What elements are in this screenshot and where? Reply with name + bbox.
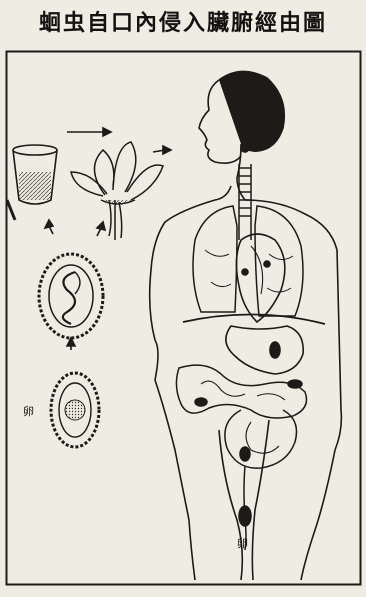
illustration-frame: 卵 卵 xyxy=(5,50,362,586)
heart xyxy=(236,234,284,322)
woodcut-illustration xyxy=(5,50,362,586)
stomach xyxy=(226,326,303,374)
vegetable xyxy=(71,142,163,240)
small-intestine xyxy=(176,365,306,418)
egg-arrow xyxy=(67,338,75,350)
human-head xyxy=(199,71,284,200)
transmission-arrows xyxy=(45,128,171,236)
egg-label-left: 卵 xyxy=(23,406,34,418)
egg-label-bottom: 卵 xyxy=(237,538,248,550)
egg-with-larva xyxy=(39,254,103,338)
lungs xyxy=(193,206,303,316)
frame-border xyxy=(7,52,361,585)
esophagus xyxy=(239,164,251,240)
figure-title: 蛔虫自口內侵入臟腑經由圖 xyxy=(0,6,366,40)
drinking-glass xyxy=(7,145,57,220)
egg xyxy=(51,373,99,447)
